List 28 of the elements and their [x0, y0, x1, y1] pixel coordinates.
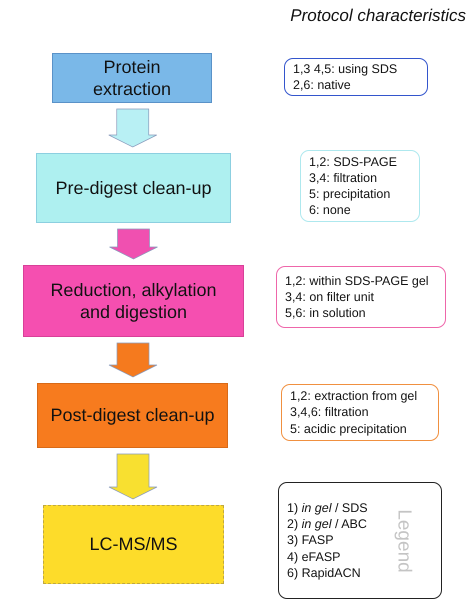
note-line: 5: acidic precipitation [290, 420, 408, 437]
note-line: 1,2: within SDS-PAGE gel [285, 272, 430, 289]
column-heading: Protocol characteristics [290, 6, 466, 26]
process-step: Pre-digest clean-up [36, 153, 231, 223]
process-step: Post-digest clean-up [37, 383, 228, 448]
process-step: Protein extraction [52, 53, 212, 103]
block-arrow [108, 108, 158, 148]
note-box [281, 384, 439, 441]
note-line: 5,6: in solution [285, 305, 367, 322]
block-arrow [108, 454, 158, 500]
note-line: 1,3 4,5: using SDS [293, 60, 398, 77]
block-arrow [108, 342, 158, 378]
note-line: 2,6: native [293, 77, 352, 94]
legend-box [278, 482, 442, 599]
note-box [284, 58, 428, 96]
note-line: 1,2: extraction from gel [290, 388, 418, 404]
note-line: 3,4,6: filtration [290, 404, 370, 421]
block-arrow [109, 228, 158, 260]
note-box [300, 150, 420, 222]
note-line: 3,4: filtration [309, 170, 378, 186]
legend-heading: Legend [392, 508, 414, 572]
note-box [276, 266, 446, 328]
note-line: 1,2: SDS-PAGE [309, 154, 398, 170]
note-line: 3,4: on filter unit [285, 288, 375, 306]
process-step: Reduction, alkylation and digestion [23, 265, 244, 337]
process-step: LC-MS/MS [43, 505, 224, 584]
note-line: 5: precipitation [309, 186, 392, 202]
note-line: 6: none [309, 202, 352, 218]
